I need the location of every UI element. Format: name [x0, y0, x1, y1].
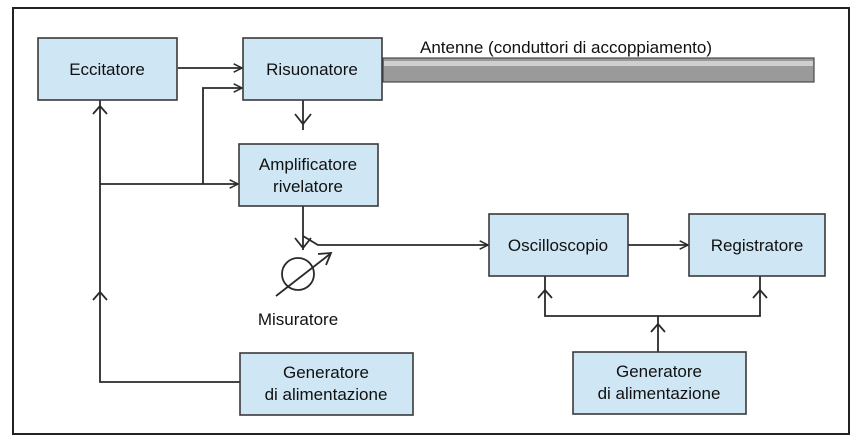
- oscilloscopio-label: Oscilloscopio: [508, 236, 608, 255]
- risuonatore-label: Risuonatore: [266, 60, 358, 79]
- generatore-left-label-line2: di alimentazione: [265, 385, 388, 404]
- arrow-risuonatore-amplificatore: [294, 113, 312, 126]
- generatore-right-label-line1: Generatore: [616, 362, 702, 381]
- generatore-right-label-line2: di alimentazione: [598, 384, 721, 403]
- misuratore-label: Misuratore: [258, 310, 338, 329]
- arrow-up-generatore-right: [650, 322, 666, 333]
- eccitatore-block: Eccitatore: [37, 37, 178, 101]
- amplificatore-label-line2: rivelatore: [273, 177, 343, 196]
- wire-to-oscilloscopio: [302, 235, 488, 245]
- antenna-label: Antenne (conduttori di accoppiamento): [420, 38, 712, 57]
- antenna-bar: [382, 57, 815, 83]
- registratore-block: Registratore: [688, 213, 826, 277]
- arrow-up-eccitatore: [92, 104, 108, 115]
- outer-border: [12, 7, 850, 435]
- wire-generatore-eccitatore: [99, 98, 240, 383]
- wire-feed-risuonatore: [202, 88, 242, 184]
- oscilloscopio-block: Oscilloscopio: [488, 213, 629, 277]
- wire-power-bus-right: [544, 276, 761, 317]
- misuratore-meter-icon: [275, 251, 333, 297]
- arrow-down-misuratore: [294, 237, 312, 250]
- eccitatore-label: Eccitatore: [69, 60, 145, 79]
- arrow-up-registratore: [752, 288, 768, 299]
- generatore-left-block: Generatore di alimentazione: [239, 352, 414, 416]
- amplificatore-label-line1: Amplificatore: [259, 155, 357, 174]
- arrow-up-bus: [92, 290, 108, 301]
- registratore-label: Registratore: [711, 236, 804, 255]
- generatore-right-block: Generatore di alimentazione: [572, 351, 747, 415]
- generatore-left-label-line1: Generatore: [283, 363, 369, 382]
- amplificatore-block: Amplificatore rivelatore: [238, 143, 379, 207]
- arrow-up-oscilloscopio: [537, 288, 553, 299]
- risuonatore-block: Risuonatore: [242, 37, 383, 101]
